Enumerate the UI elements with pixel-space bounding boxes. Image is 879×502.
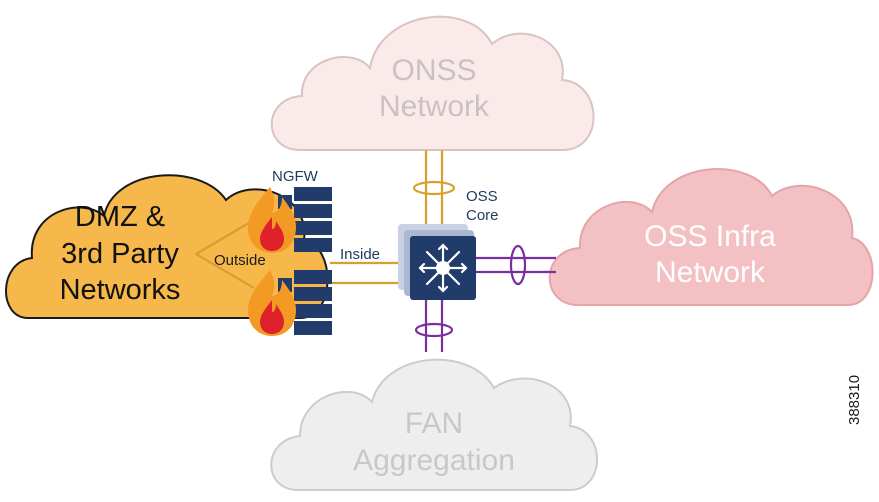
core-to-oss-infra-links [476,244,556,286]
firewall-icon [248,187,332,253]
fan-link-bundle-ring [414,322,454,338]
onss-label-line2: Network [379,90,490,123]
inside-label: Inside [340,246,380,263]
onss-cloud-shape [270,15,595,151]
firewall-icon [248,270,332,336]
dmz-label-line3: Networks [60,274,181,306]
onss-link-bundle-ring [412,180,456,196]
core-to-fan-links [414,300,454,352]
outside-label: Outside [214,252,266,269]
dmz-label-line1: DMZ & [75,201,165,233]
onss-network-cloud: ONSS Network [270,15,595,151]
onss-label-line1: ONSS [391,54,476,87]
oss-infra-label-line2: Network [655,256,766,289]
outside-link-lower [195,253,255,289]
dmz-label-line2: 3rd Party [61,238,179,270]
fan-cloud-shape [270,358,598,491]
ngfw-label: NGFW [272,168,319,185]
oss-infra-network-cloud: OSS Infra Network [548,168,874,306]
fan-label-line2: Aggregation [353,444,515,477]
oss-infra-bundle-ring [509,244,527,286]
oss-core-label-line2: Core [466,207,499,224]
core-switch-icon [398,224,476,300]
outside-link-upper [195,219,255,255]
oss-core-label-line1: OSS [466,188,498,205]
figure-id: 388310 [846,374,863,425]
oss-infra-cloud-shape [548,168,874,306]
dmz-cloud: DMZ & 3rd Party Networks [5,174,329,319]
oss-infra-label-line1: OSS Infra [644,220,776,253]
fan-label-line1: FAN [405,407,463,440]
core-to-onss-links [412,150,456,226]
fan-aggregation-cloud: FAN Aggregation [270,358,598,491]
